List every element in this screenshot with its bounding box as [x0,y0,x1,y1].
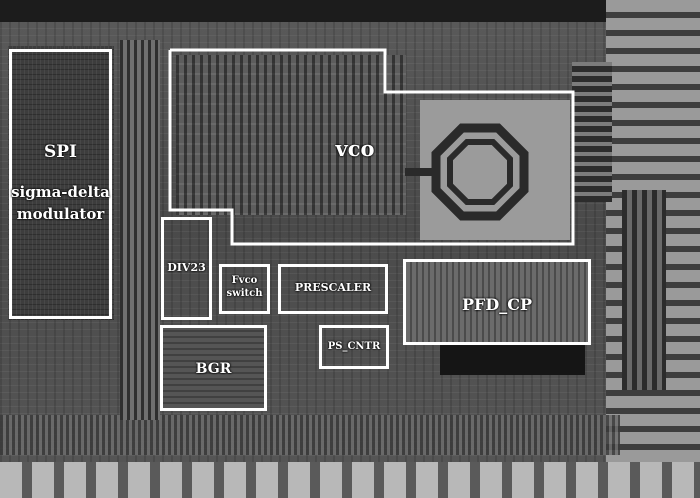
bgr-block-outline [160,325,267,411]
div23-block-outline [161,217,212,320]
prescaler-label: PRESCALER [294,281,372,294]
spi-label: SPI [43,142,77,162]
switch-label: switch [226,288,263,299]
prescaler-block-outline [278,264,388,314]
left-metal-bus [120,40,160,420]
bottom-pad-row [0,462,700,498]
div23-label: DIV23 [167,261,206,274]
pfd-cp-label: PFD_CP [461,295,533,314]
vco-layout-texture [176,55,406,215]
right-cell-stack [572,62,612,202]
sigma-delta-label: sigma-delta [11,183,110,201]
inductor-area [420,100,570,240]
right-cell-stack-lower [622,190,666,390]
ps-cntr-label: PS_CNTR [327,341,381,352]
vco-label: vco [335,136,375,161]
pfd-cp-block-outline [403,259,591,345]
modulator-label: modulator [16,205,105,223]
dark-capacitor-area [440,345,585,375]
top-metal-bar [0,0,640,22]
spi-block-outline [9,49,112,319]
bgr-layout-texture [162,328,266,410]
fvco-label: Fvco [231,275,258,286]
fvco-switch-block-outline [219,264,270,314]
bottom-metal-bus [0,415,620,455]
ps-cntr-block-outline [319,325,389,369]
pfd-layout-texture [404,262,590,344]
bgr-label: BGR [195,361,232,377]
spi-layout-texture [8,46,114,320]
